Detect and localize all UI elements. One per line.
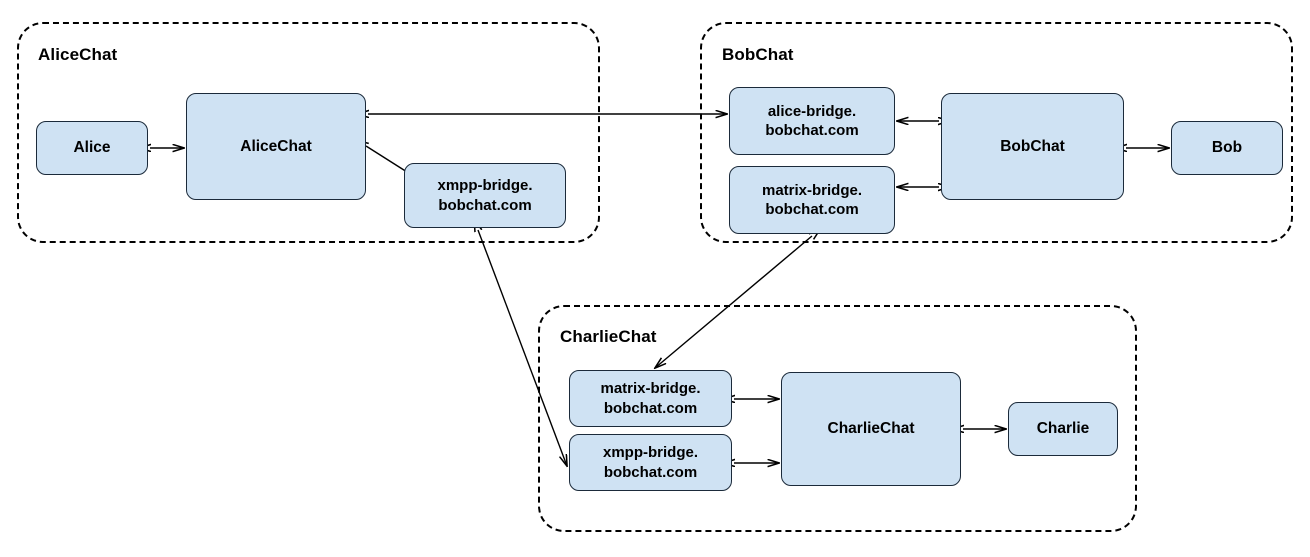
node-bob-matrix-bridge[interactable]: matrix-bridge. bobchat.com (729, 166, 895, 234)
node-alicechat[interactable]: AliceChat (186, 93, 366, 200)
group-label-bobchat-group: BobChat (722, 45, 794, 64)
node-charlie-matrix-bridge[interactable]: matrix-bridge. bobchat.com (569, 370, 732, 427)
node-charlie[interactable]: Charlie (1008, 402, 1118, 456)
node-bob[interactable]: Bob (1171, 121, 1283, 175)
node-bob-alice-bridge[interactable]: alice-bridge. bobchat.com (729, 87, 895, 155)
node-bobchat[interactable]: BobChat (941, 93, 1124, 200)
node-alice[interactable]: Alice (36, 121, 148, 175)
group-charliechat-group (538, 305, 1137, 532)
group-bobchat-group (700, 22, 1293, 243)
group-label-alicechat-group: AliceChat (38, 45, 118, 64)
group-alicechat-group (17, 22, 600, 243)
node-alice-xmpp-bridge[interactable]: xmpp-bridge. bobchat.com (404, 163, 566, 228)
group-label-charliechat-group: CharlieChat (560, 327, 657, 346)
node-charliechat[interactable]: CharlieChat (781, 372, 961, 486)
node-charlie-xmpp-bridge[interactable]: xmpp-bridge. bobchat.com (569, 434, 732, 491)
